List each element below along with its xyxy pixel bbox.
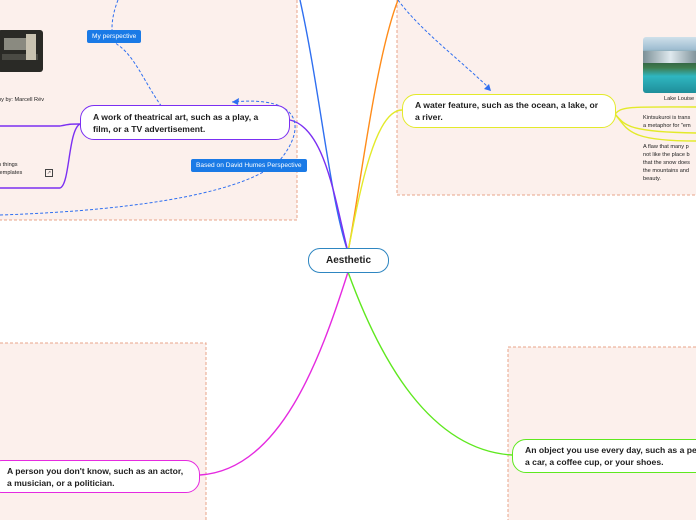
- connector-theatrical: [289, 119, 349, 253]
- connector-image: [614, 106, 696, 115]
- relation-water: [397, 0, 490, 89]
- connector-note: [0, 123, 81, 189]
- zone-border-water: [396, 0, 696, 196]
- connector-flaw: [614, 113, 696, 142]
- photo-credit: hy by: Marcell Rév: [0, 97, 45, 103]
- arrowhead-water: [484, 84, 491, 91]
- note-line: A flaw that many p: [643, 144, 689, 150]
- lake-louise-image: [643, 37, 696, 93]
- zone-border-theatrical: [0, 0, 298, 221]
- zone-border-object: [507, 346, 696, 520]
- topic-water-feature[interactable]: A water feature, such as the ocean, a la…: [402, 94, 616, 128]
- note-line: that the snow does: [643, 160, 690, 166]
- relation-my-perspective: [111, 0, 179, 126]
- note-kintsukuroi: Kintsukuroi is trans a metaphor for "em: [643, 114, 691, 130]
- connector-photo: [0, 123, 81, 127]
- note-line: beauty.: [643, 176, 661, 182]
- note-line: templates: [0, 170, 23, 176]
- external-link-icon[interactable]: ↗: [45, 169, 53, 177]
- central-topic[interactable]: Aesthetic: [308, 248, 389, 273]
- topic-theatrical-art[interactable]: A work of theatrical art, such as a play…: [80, 105, 290, 140]
- topic-unknown-person[interactable]: A person you don't know, such as an acto…: [0, 460, 200, 493]
- connector-to-top-left: [299, 0, 349, 253]
- note-flaw: A flaw that many p not like the place b …: [643, 143, 690, 183]
- boundary-zone-object: [508, 347, 696, 520]
- relationship-label-my-perspective[interactable]: My perspective: [87, 30, 142, 43]
- topic-everyday-object[interactable]: An object you use every day, such as a p…: [512, 439, 696, 473]
- zone-border-person: [0, 342, 207, 520]
- connector-water: [347, 109, 403, 253]
- note-line: Kintsukuroi is trans: [643, 115, 691, 121]
- arrowhead-hume: [232, 98, 239, 105]
- relationship-label-hume[interactable]: Based on David Humes Perspective: [191, 159, 307, 172]
- note-line: n things: [0, 162, 18, 168]
- note-text: n things templates ": [0, 161, 22, 185]
- image-caption: Lake Louise: [664, 96, 695, 102]
- note-line: the mountains and: [643, 168, 690, 174]
- connector-object: [347, 271, 513, 456]
- note-line: a metaphor for "em: [643, 123, 691, 129]
- note-line: ": [0, 177, 22, 185]
- note-line: not like the place b: [643, 152, 690, 158]
- living-room-photo: [0, 30, 43, 72]
- connector-person: [199, 271, 349, 476]
